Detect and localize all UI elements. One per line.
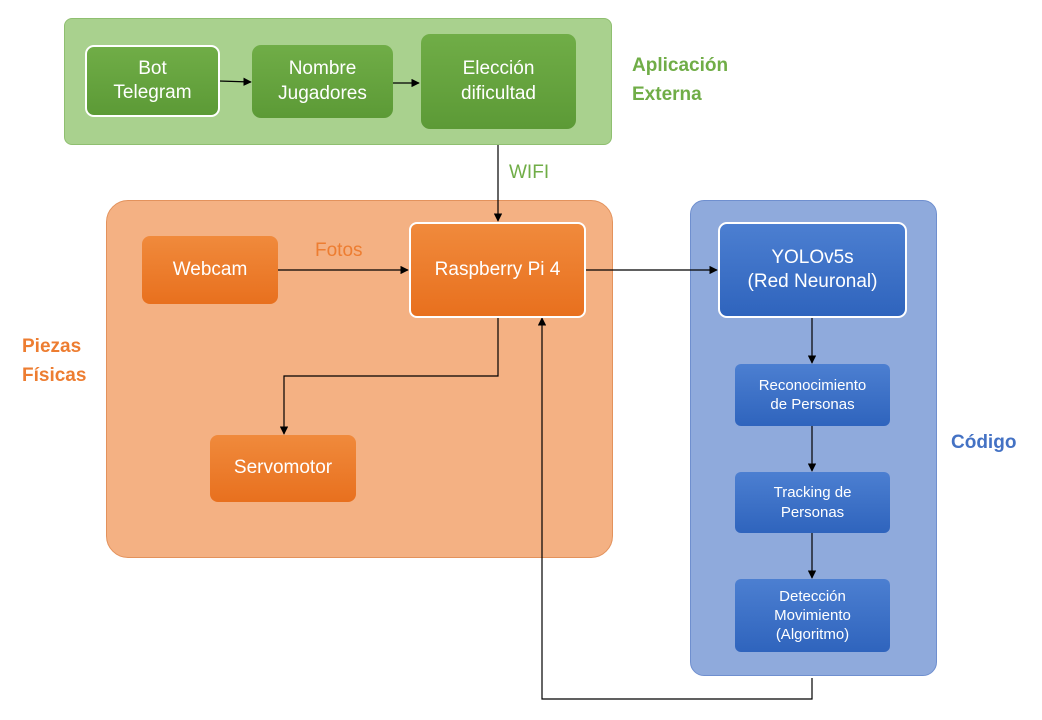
group-label-code: Código	[951, 432, 1017, 453]
node-reconocimiento-line1: Reconocimiento	[758, 376, 867, 394]
node-eleccion-dificultad-line2: dificultad	[461, 82, 536, 104]
node-raspberry-pi-label: Raspberry Pi 4	[434, 258, 561, 280]
node-servomotor-label: Servomotor	[233, 457, 333, 479]
node-reconocimiento: Reconocimiento de Personas	[735, 364, 890, 426]
node-nombre-jugadores-line1: Nombre	[288, 58, 357, 80]
node-yolo-line1: YOLOv5s	[771, 246, 854, 268]
node-tracking-line1: Tracking de	[773, 484, 852, 502]
group-label-external-line2: Externa	[632, 83, 702, 105]
node-nombre-jugadores-line2: Jugadores	[278, 82, 367, 104]
group-label-external-line1: Aplicación	[632, 55, 729, 76]
node-reconocimiento-line2: de Personas	[770, 396, 855, 413]
node-yolo-line2: (Red Neuronal)	[747, 271, 878, 292]
node-bot-telegram-line1: Bot	[138, 57, 167, 79]
arrow-raspberry-to-servomotor	[279, 318, 499, 435]
node-bot-telegram-line2: Telegram	[113, 82, 192, 103]
connection-label-fotos: Fotos	[315, 240, 363, 261]
connection-label-wifi: WIFI	[509, 162, 550, 183]
group-label-physical-line2: Físicas	[22, 364, 87, 386]
node-deteccion-line3: (Algoritmo)	[775, 626, 850, 644]
arrow-deteccion-to-raspberry	[537, 317, 813, 700]
node-deteccion-line1: Detección	[779, 587, 846, 605]
node-yolo: YOLOv5s (Red Neuronal)	[718, 222, 907, 318]
group-label-physical-line1: Piezas	[22, 336, 82, 357]
node-webcam: Webcam	[142, 236, 278, 304]
node-servomotor: Servomotor	[210, 435, 356, 502]
node-deteccion-line2: Movimiento	[774, 606, 851, 624]
node-tracking-line2: Personas	[780, 503, 845, 521]
node-webcam-label: Webcam	[172, 258, 248, 280]
arrow-bot-to-nombre	[218, 77, 252, 86]
node-raspberry-pi: Raspberry Pi 4	[409, 222, 586, 318]
node-eleccion-dificultad-line1: Elección	[462, 58, 535, 80]
